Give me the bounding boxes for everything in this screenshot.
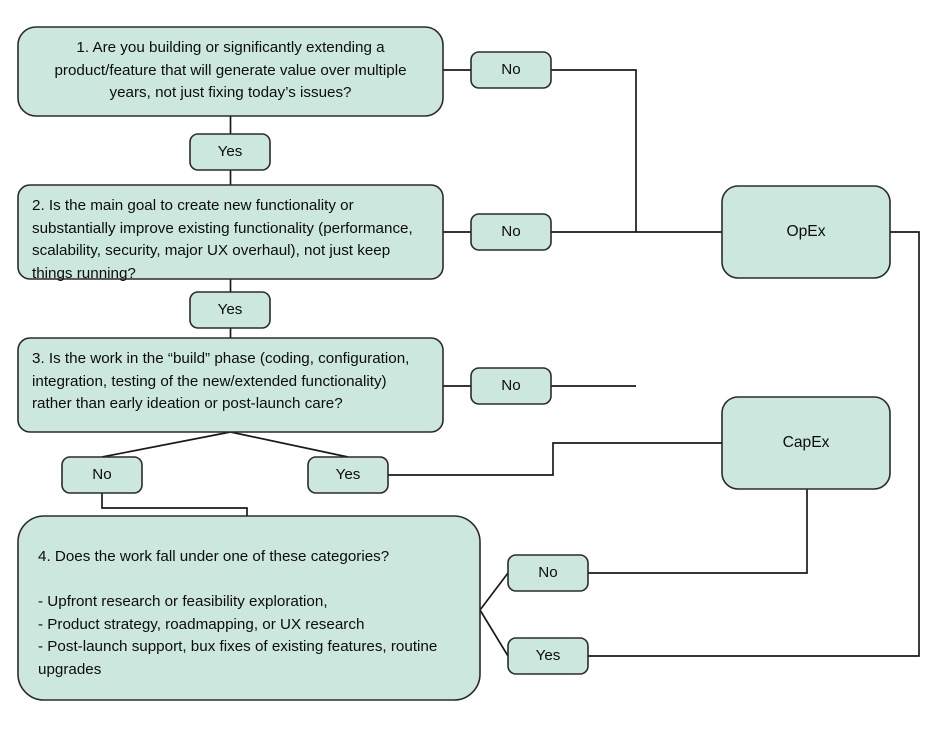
- connector-q3-branch-yes: [230, 431, 349, 458]
- connector-q3no-to-q4: [101, 493, 248, 516]
- node-q3-yes[interactable]: [307, 456, 389, 494]
- node-question-1[interactable]: [17, 26, 444, 117]
- node-q3-no[interactable]: [61, 456, 143, 494]
- node-q2-yes[interactable]: [189, 291, 271, 329]
- node-q3-right-no[interactable]: [470, 367, 552, 405]
- node-question-3[interactable]: [17, 337, 444, 433]
- node-outcome-capex[interactable]: [721, 396, 891, 490]
- connector-q3-branch-no: [101, 431, 231, 458]
- node-q1-yes[interactable]: [189, 133, 271, 171]
- connector-q4yes-to-opex: [588, 231, 920, 657]
- node-question-4[interactable]: [17, 515, 481, 701]
- node-q2-no[interactable]: [470, 213, 552, 251]
- connector-q4-branch-yes: [479, 609, 509, 657]
- connector-q1no-to-spine: [551, 69, 637, 232]
- node-q4-no[interactable]: [507, 554, 589, 592]
- connector-layer: [101, 69, 920, 657]
- node-outcome-opex[interactable]: [721, 185, 891, 279]
- node-q4-yes[interactable]: [507, 637, 589, 675]
- connector-q3yes-to-capex: [388, 442, 722, 476]
- node-shape-layer: [17, 26, 891, 701]
- node-q1-no[interactable]: [470, 51, 552, 89]
- node-question-2[interactable]: [17, 184, 444, 280]
- connector-q4no-to-capex: [588, 489, 808, 574]
- connector-q4-branch-no: [479, 572, 509, 611]
